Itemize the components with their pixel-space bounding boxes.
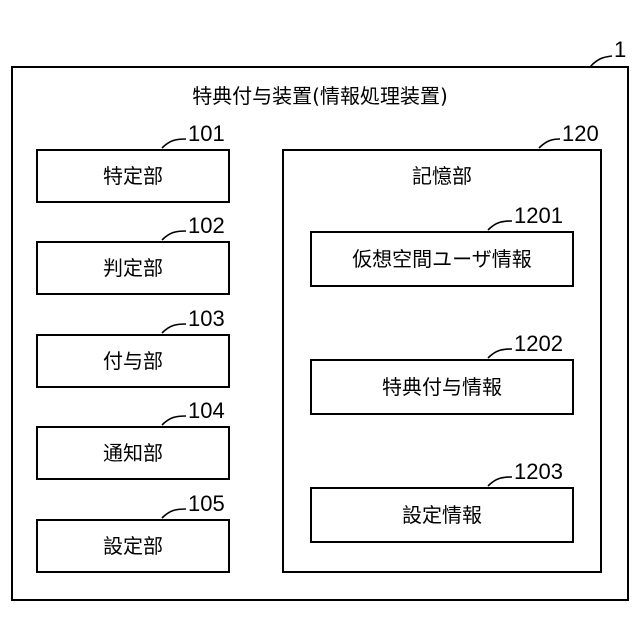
unit-ref-105: 105 <box>188 491 225 516</box>
storage-item-ref-1203: 1203 <box>514 459 563 484</box>
unit-ref-101: 101 <box>188 121 225 146</box>
storage-title: 記憶部 <box>412 164 472 188</box>
storage-item-ref-1202: 1202 <box>514 331 563 356</box>
storage-item-label-1203: 設定情報 <box>402 503 482 527</box>
unit-ref-104: 104 <box>188 398 225 423</box>
unit-label-105: 設定部 <box>103 534 163 558</box>
unit-ref-102: 102 <box>188 213 225 238</box>
storage-item-ref-1201: 1201 <box>514 203 563 228</box>
device-ref: 1 <box>614 37 626 62</box>
storage-item-label-1202: 特典付与情報 <box>382 375 502 399</box>
device-ref-leader <box>590 56 612 67</box>
storage-ref: 120 <box>562 121 599 146</box>
unit-label-104: 通知部 <box>103 441 163 465</box>
unit-label-101: 特定部 <box>103 164 163 188</box>
unit-label-103: 付与部 <box>103 349 163 373</box>
device-title: 特典付与装置(情報処理装置) <box>192 84 448 108</box>
unit-label-102: 判定部 <box>103 256 163 280</box>
unit-ref-103: 103 <box>188 306 225 331</box>
storage-item-label-1201: 仮想空間ユーザ情報 <box>352 247 532 271</box>
